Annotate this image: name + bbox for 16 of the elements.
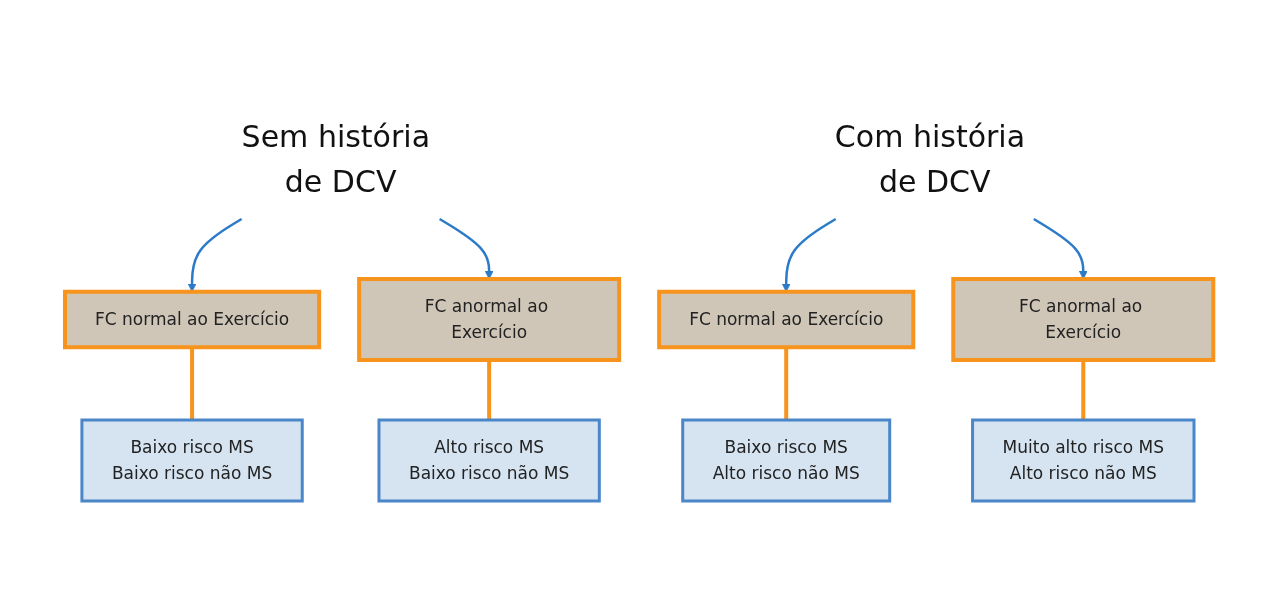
node-text: Sem história de DCV (241, 119, 430, 199)
node-box: FC normal ao Exercício (62, 289, 321, 350)
node-box: Baixo risco MS Alto risco não MS (681, 418, 892, 503)
node-box: FC anormal ao Exercício (357, 277, 621, 362)
node-box: FC normal ao Exercício (657, 289, 916, 350)
arrow (1033, 217, 1088, 280)
arrow (438, 217, 494, 280)
node-box: Alto risco MS Baixo risco não MS (377, 418, 601, 503)
node-text: Com história de DCV (834, 119, 1025, 199)
connector (487, 360, 491, 420)
node-box: Baixo risco MS Baixo risco não MS (80, 418, 304, 503)
connector (189, 347, 194, 420)
node-box: FC anormal ao Exercício (951, 277, 1216, 362)
connector (784, 347, 789, 420)
node-box: Muito alto risco MS Alto risco não MS (970, 418, 1196, 503)
connector (1081, 360, 1086, 420)
